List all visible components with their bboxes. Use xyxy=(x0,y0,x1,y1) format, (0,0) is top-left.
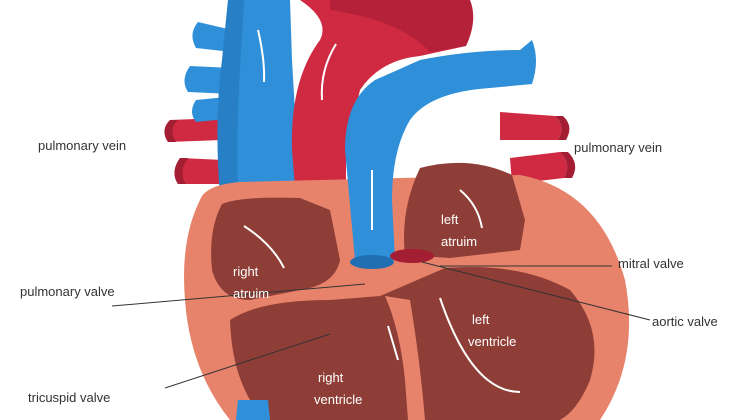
flow-arrow-left-ventricle xyxy=(439,297,521,393)
flow-arrow-right-ventricle xyxy=(387,325,399,361)
pulmonary-artery xyxy=(345,40,536,260)
pulmonary-vein-left-upper xyxy=(164,118,222,142)
inferior-vena-cava xyxy=(236,400,270,420)
label-right-atrium-line1: right xyxy=(233,264,259,279)
label-right-ventricle-line2: ventricle xyxy=(314,392,362,407)
flow-arrows xyxy=(243,29,521,393)
leader-aortic-valve xyxy=(421,261,651,321)
pulmonary-vein-left-upper-cap xyxy=(164,120,178,142)
pulmonary-vein-right-upper xyxy=(500,112,562,140)
vessel-branch-upper xyxy=(192,22,232,52)
label-right-atrium-line2: atruim xyxy=(233,286,269,301)
superior-vena-cava-shade xyxy=(217,0,244,196)
label-pulmonary-valve: pulmonary valve xyxy=(20,284,115,299)
label-tricuspid-valve: tricuspid valve xyxy=(28,390,110,405)
label-mitral-valve: mitral valve xyxy=(618,256,684,271)
label-right-ventricle-line1: right xyxy=(318,370,344,385)
pulmonary-vein-left-lower xyxy=(174,158,224,184)
leader-tricuspid-valve xyxy=(164,333,331,389)
septum xyxy=(385,296,425,420)
label-left-atrium-line2: atruim xyxy=(441,234,477,249)
flow-arrow-right-atrium xyxy=(243,225,285,269)
label-left-atrium-line1: left xyxy=(441,212,459,227)
pulmonary-valve-opening xyxy=(350,255,394,269)
pulmonary-vein-right-upper-cap xyxy=(555,116,570,140)
flow-arrow-aorta xyxy=(320,43,337,101)
leader-pulmonary-valve xyxy=(111,283,366,307)
right-pulmonary-veins xyxy=(500,112,576,184)
leader-lines xyxy=(111,261,651,389)
flow-arrow-left-atrium xyxy=(459,189,483,229)
left-atrium-chamber xyxy=(404,162,525,258)
label-left-ventricle-line2: ventricle xyxy=(468,334,516,349)
label-pulmonary-vein-left: pulmonary vein xyxy=(38,138,126,153)
label-pulmonary-vein-right: pulmonary vein xyxy=(574,140,662,155)
pulmonary-vein-right-lower-cap xyxy=(560,152,576,178)
label-aortic-valve: aortic valve xyxy=(652,314,718,329)
right-atrium-chamber xyxy=(211,197,340,300)
aorta-top xyxy=(330,0,474,52)
flow-arrow-vena-cava xyxy=(257,29,266,83)
label-left-ventricle-line1: left xyxy=(472,312,490,327)
aortic-valve-opening xyxy=(390,249,434,263)
left-pulmonary-veins xyxy=(164,118,224,184)
pulmonary-vein-left-lower-cap xyxy=(174,158,188,184)
